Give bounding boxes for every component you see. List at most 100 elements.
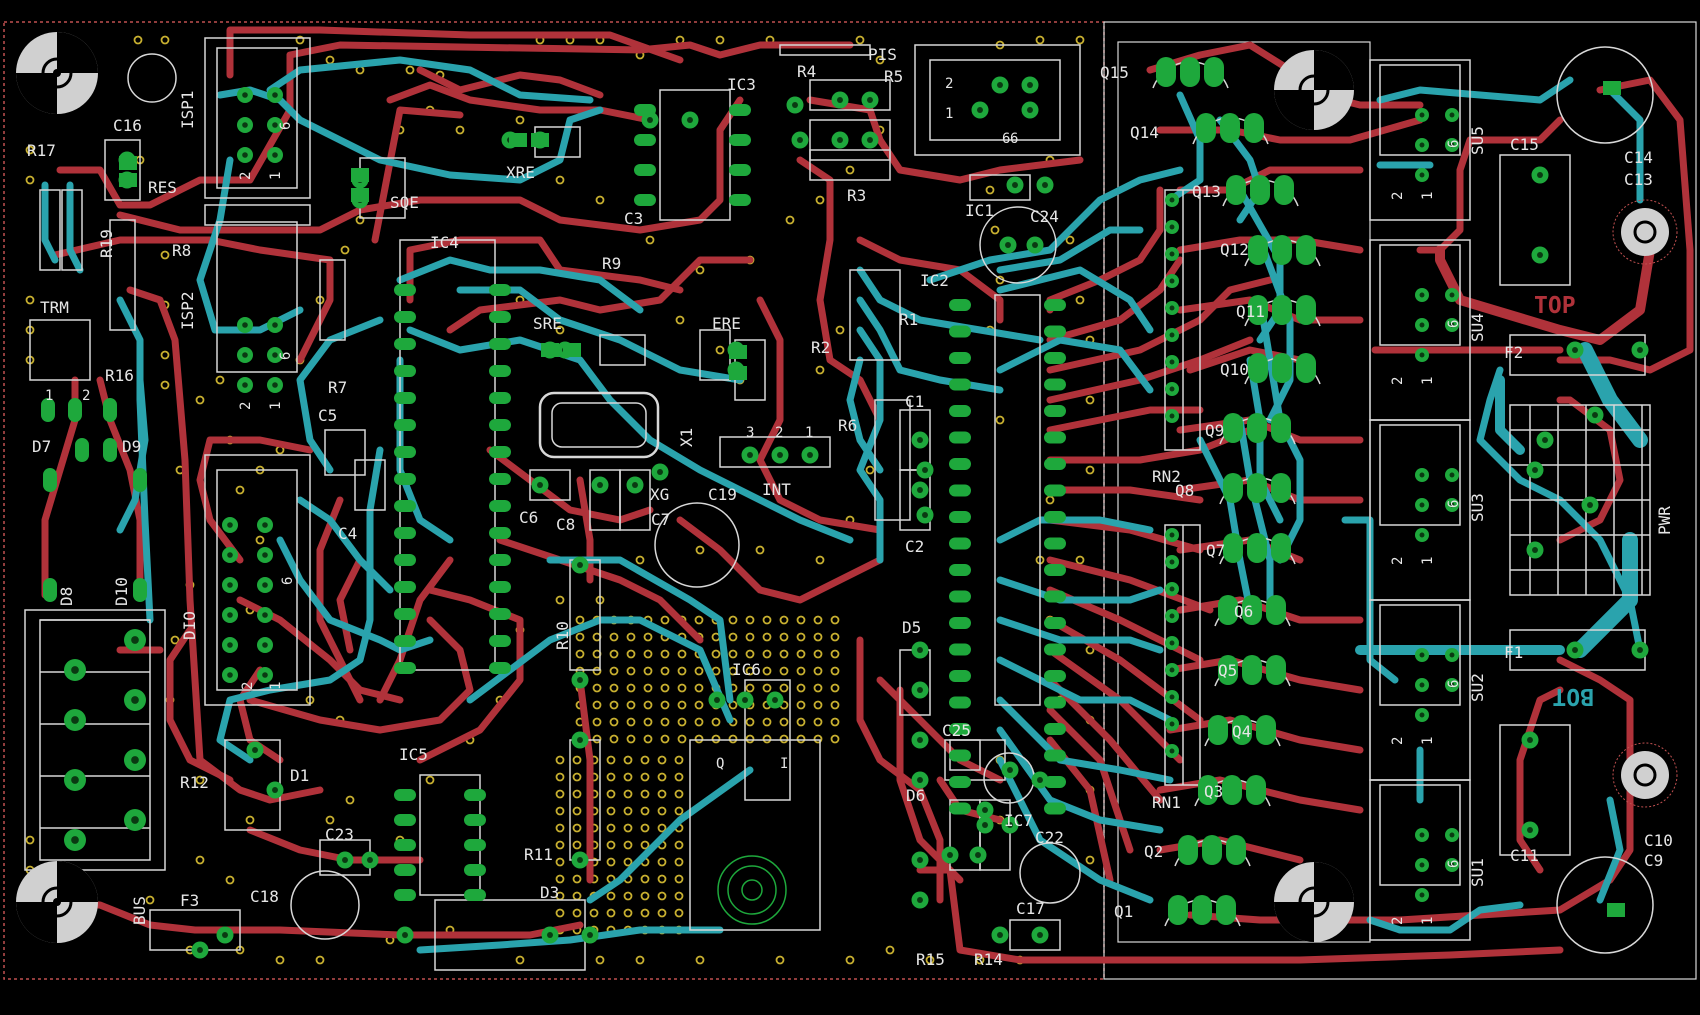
pad <box>1223 533 1243 563</box>
pad-hole <box>1449 652 1455 658</box>
pad-hole <box>597 482 603 488</box>
via <box>345 795 355 805</box>
via <box>779 734 789 744</box>
pin-number: 2 <box>238 172 254 180</box>
silk-circle <box>654 502 740 588</box>
top-trace <box>576 476 594 584</box>
pad-hole <box>242 382 248 388</box>
pad <box>489 365 511 377</box>
silk-outline <box>1379 244 1461 346</box>
via <box>623 857 633 867</box>
silk-outline <box>216 221 298 373</box>
via <box>715 35 725 45</box>
bottom-trace <box>41 181 59 264</box>
via <box>815 555 825 565</box>
pad <box>464 814 486 826</box>
via <box>555 823 565 833</box>
pad <box>1250 175 1270 205</box>
via <box>623 823 633 833</box>
pad <box>1044 511 1066 523</box>
pad <box>133 578 147 602</box>
silk-circle <box>127 53 177 103</box>
pad-hole <box>1027 107 1033 113</box>
pad-hole <box>222 932 228 938</box>
pad <box>949 537 971 550</box>
via <box>245 815 255 825</box>
silk-outline <box>874 399 911 521</box>
bottom-trace <box>996 576 1164 604</box>
pad-hole <box>687 117 693 123</box>
component-label: Q6 <box>1234 602 1253 621</box>
pad-hole <box>807 452 813 458</box>
pad <box>1232 715 1252 745</box>
pad-hole <box>867 97 873 103</box>
via <box>25 295 35 305</box>
pin-number: 3 <box>746 425 754 441</box>
top-trace <box>416 586 524 764</box>
via <box>215 375 225 385</box>
via <box>694 666 704 676</box>
via <box>677 649 687 659</box>
top-trace <box>486 446 654 524</box>
pad <box>1192 895 1212 925</box>
pad-hole <box>1419 832 1425 838</box>
via <box>572 806 582 816</box>
via <box>677 666 687 676</box>
via <box>635 955 645 965</box>
pin-number: 2 <box>240 682 256 690</box>
mounting-holes <box>16 32 1678 943</box>
via <box>606 891 616 901</box>
pin-number: 6 <box>280 577 296 585</box>
top-trace <box>1046 676 1164 804</box>
pad <box>1196 113 1216 143</box>
pad <box>634 164 656 176</box>
pad-hole <box>1169 224 1175 230</box>
pad <box>1044 378 1066 391</box>
via <box>606 755 616 765</box>
pad-hole <box>1169 359 1175 365</box>
bottom-trace <box>1246 356 1284 524</box>
top-trace <box>246 616 474 734</box>
pad-hole <box>1169 694 1175 700</box>
top-side-label: TOP <box>1534 293 1576 319</box>
pad <box>1044 484 1066 497</box>
top-trace <box>386 81 654 124</box>
component-label: Q3 <box>1204 782 1223 801</box>
pad-hole <box>1007 822 1013 828</box>
pad-hole <box>367 857 373 863</box>
via <box>640 823 650 833</box>
pad-hole <box>227 582 233 588</box>
pin-number: 6 <box>1446 680 1462 688</box>
pad <box>394 284 416 296</box>
via <box>711 649 721 659</box>
bottom-side-label: BOT <box>1552 683 1594 709</box>
pin-number: 1 <box>268 172 284 180</box>
top-trace <box>576 676 594 884</box>
pad <box>394 365 416 377</box>
smd-pad <box>351 188 369 202</box>
bottom-traces <box>41 56 1648 954</box>
via <box>695 265 705 275</box>
component-label: Q10 <box>1220 360 1249 379</box>
via <box>715 345 725 355</box>
component-label: C23 <box>325 825 354 844</box>
pad-hole <box>917 857 923 863</box>
via <box>694 700 704 710</box>
via <box>677 717 687 727</box>
via <box>572 789 582 799</box>
via <box>675 315 685 325</box>
pad-hole <box>975 852 981 858</box>
pin-number: 2 <box>775 425 783 441</box>
component-label: R8 <box>172 241 191 260</box>
via <box>660 700 670 710</box>
component-label: C14 <box>1624 148 1653 167</box>
top-trace <box>1516 686 1564 874</box>
pad-hole <box>837 137 843 143</box>
pad <box>949 325 971 338</box>
pad <box>1198 775 1218 805</box>
smd-pad <box>119 156 137 170</box>
via <box>170 635 180 645</box>
via <box>555 874 565 884</box>
via <box>762 734 772 744</box>
via <box>626 649 636 659</box>
